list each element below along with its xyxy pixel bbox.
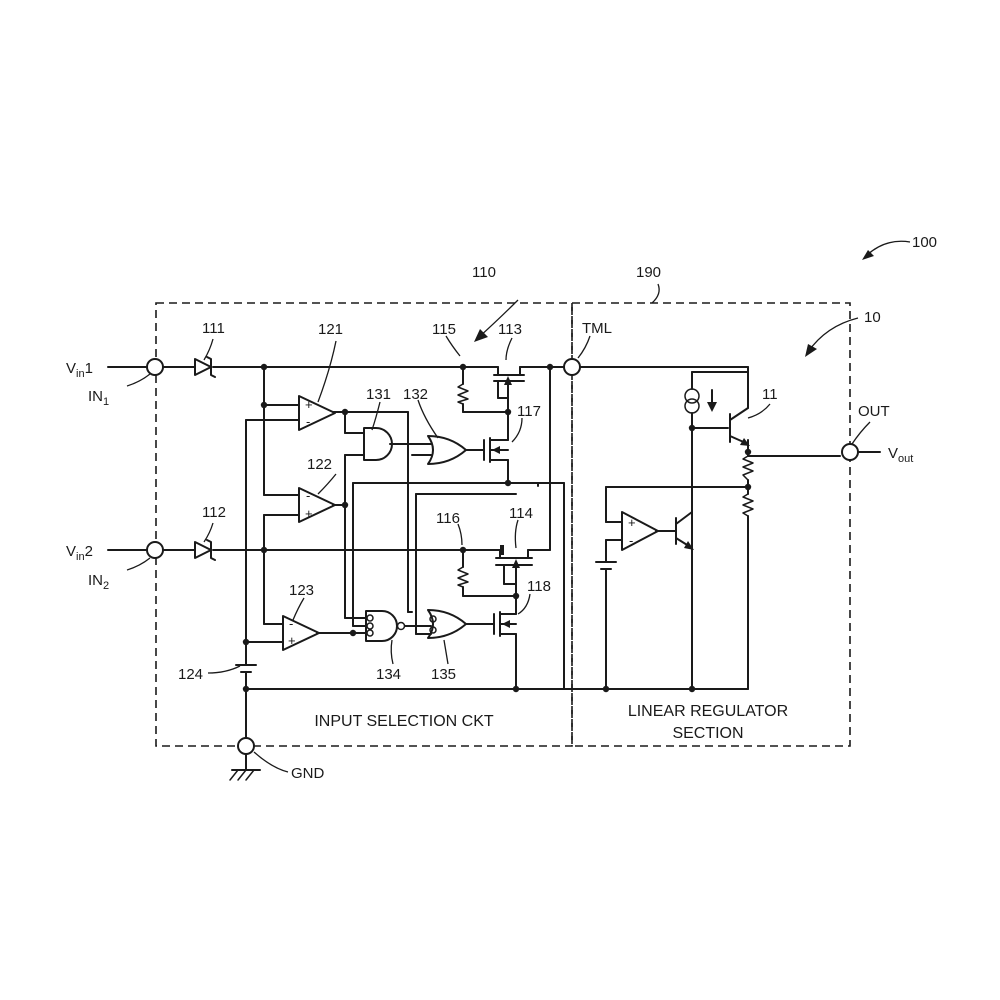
regulator-label-line2: SECTION (672, 725, 743, 742)
part-number-labels: 111 112 121 122 123 124 131 132 134 135 … (178, 320, 778, 683)
terminal-tml (564, 359, 580, 375)
terminal-in1 (147, 359, 163, 375)
block-outlines: INPUT SELECTION CKT LINEAR REGULATOR SEC… (156, 303, 850, 746)
label-132: 132 (403, 386, 428, 403)
comparator-122: - + (299, 488, 335, 522)
svg-text:+: + (305, 397, 313, 412)
ref-190-lead (652, 284, 659, 303)
terminal-in2 (147, 542, 163, 558)
label-122: 122 (307, 456, 332, 473)
label-121: 121 (318, 321, 343, 338)
error-amplifier: + - (622, 512, 658, 550)
input-selection-label: INPUT SELECTION CKT (314, 713, 494, 730)
ref-10-arrow (808, 318, 858, 352)
comparator-121: + - (299, 396, 335, 430)
ref-190: 190 (636, 264, 661, 281)
label-115: 115 (432, 321, 456, 338)
regulator-block (572, 303, 850, 746)
nmos-118 (494, 612, 516, 636)
label-134: 134 (376, 666, 401, 683)
label-124: 124 (178, 666, 203, 683)
zener-diode-111 (195, 357, 215, 377)
svg-text:+: + (628, 515, 636, 530)
resistor-lower-divider (743, 494, 753, 516)
nand-gate-134 (366, 611, 405, 641)
label-vout: Vout (888, 445, 913, 465)
pmos-113 (494, 367, 524, 398)
regulator-label-line1: LINEAR REGULATOR (628, 703, 788, 720)
resistor-116 (458, 567, 468, 587)
label-117: 117 (517, 403, 541, 420)
ref-100: 100 (912, 234, 937, 251)
terminal-gnd (238, 738, 254, 754)
label-gnd: GND (291, 765, 325, 782)
label-out: OUT (858, 403, 890, 420)
current-source (685, 389, 717, 413)
reference-battery (596, 562, 616, 576)
label-vin2: Vin2 (66, 543, 93, 563)
svg-text:+: + (305, 506, 313, 521)
input-selection-block (156, 303, 572, 746)
label-111: 111 (202, 320, 225, 337)
zener-diode-112 (195, 540, 215, 560)
ref-100-arrow (866, 241, 910, 256)
ground-symbol (230, 754, 260, 780)
comparator-123: - + (283, 616, 319, 650)
wiring (108, 367, 880, 738)
or-gate-135 (428, 610, 466, 638)
label-vin1: Vin1 (66, 360, 93, 380)
and-gate-131 (364, 428, 392, 460)
resistor-upper-divider (743, 456, 753, 480)
label-in2: IN2 (88, 572, 109, 592)
label-in1: IN1 (88, 388, 109, 408)
terminals (147, 359, 858, 754)
label-123: 123 (289, 582, 314, 599)
label-tml: TML (582, 320, 612, 337)
resistor-115 (458, 384, 468, 404)
ref-110: 110 (472, 264, 496, 281)
terminal-out (842, 444, 858, 460)
svg-text:-: - (629, 533, 633, 548)
ref-10: 10 (864, 309, 881, 326)
or-gate-132 (428, 436, 466, 464)
reference-callouts: 100 110 190 10 (472, 234, 937, 357)
label-112: 112 (202, 504, 226, 521)
label-11: 11 (762, 386, 778, 403)
nmos-117 (484, 438, 508, 462)
label-118: 118 (527, 578, 551, 595)
label-131: 131 (366, 386, 391, 403)
label-114: 114 (509, 505, 533, 522)
junction-dots (243, 364, 751, 692)
svg-text:-: - (306, 414, 310, 429)
label-135: 135 (431, 666, 456, 683)
svg-text:-: - (306, 488, 310, 503)
label-116: 116 (436, 510, 460, 527)
svg-text:+: + (288, 633, 296, 648)
svg-text:-: - (289, 616, 293, 631)
label-113: 113 (498, 321, 522, 338)
